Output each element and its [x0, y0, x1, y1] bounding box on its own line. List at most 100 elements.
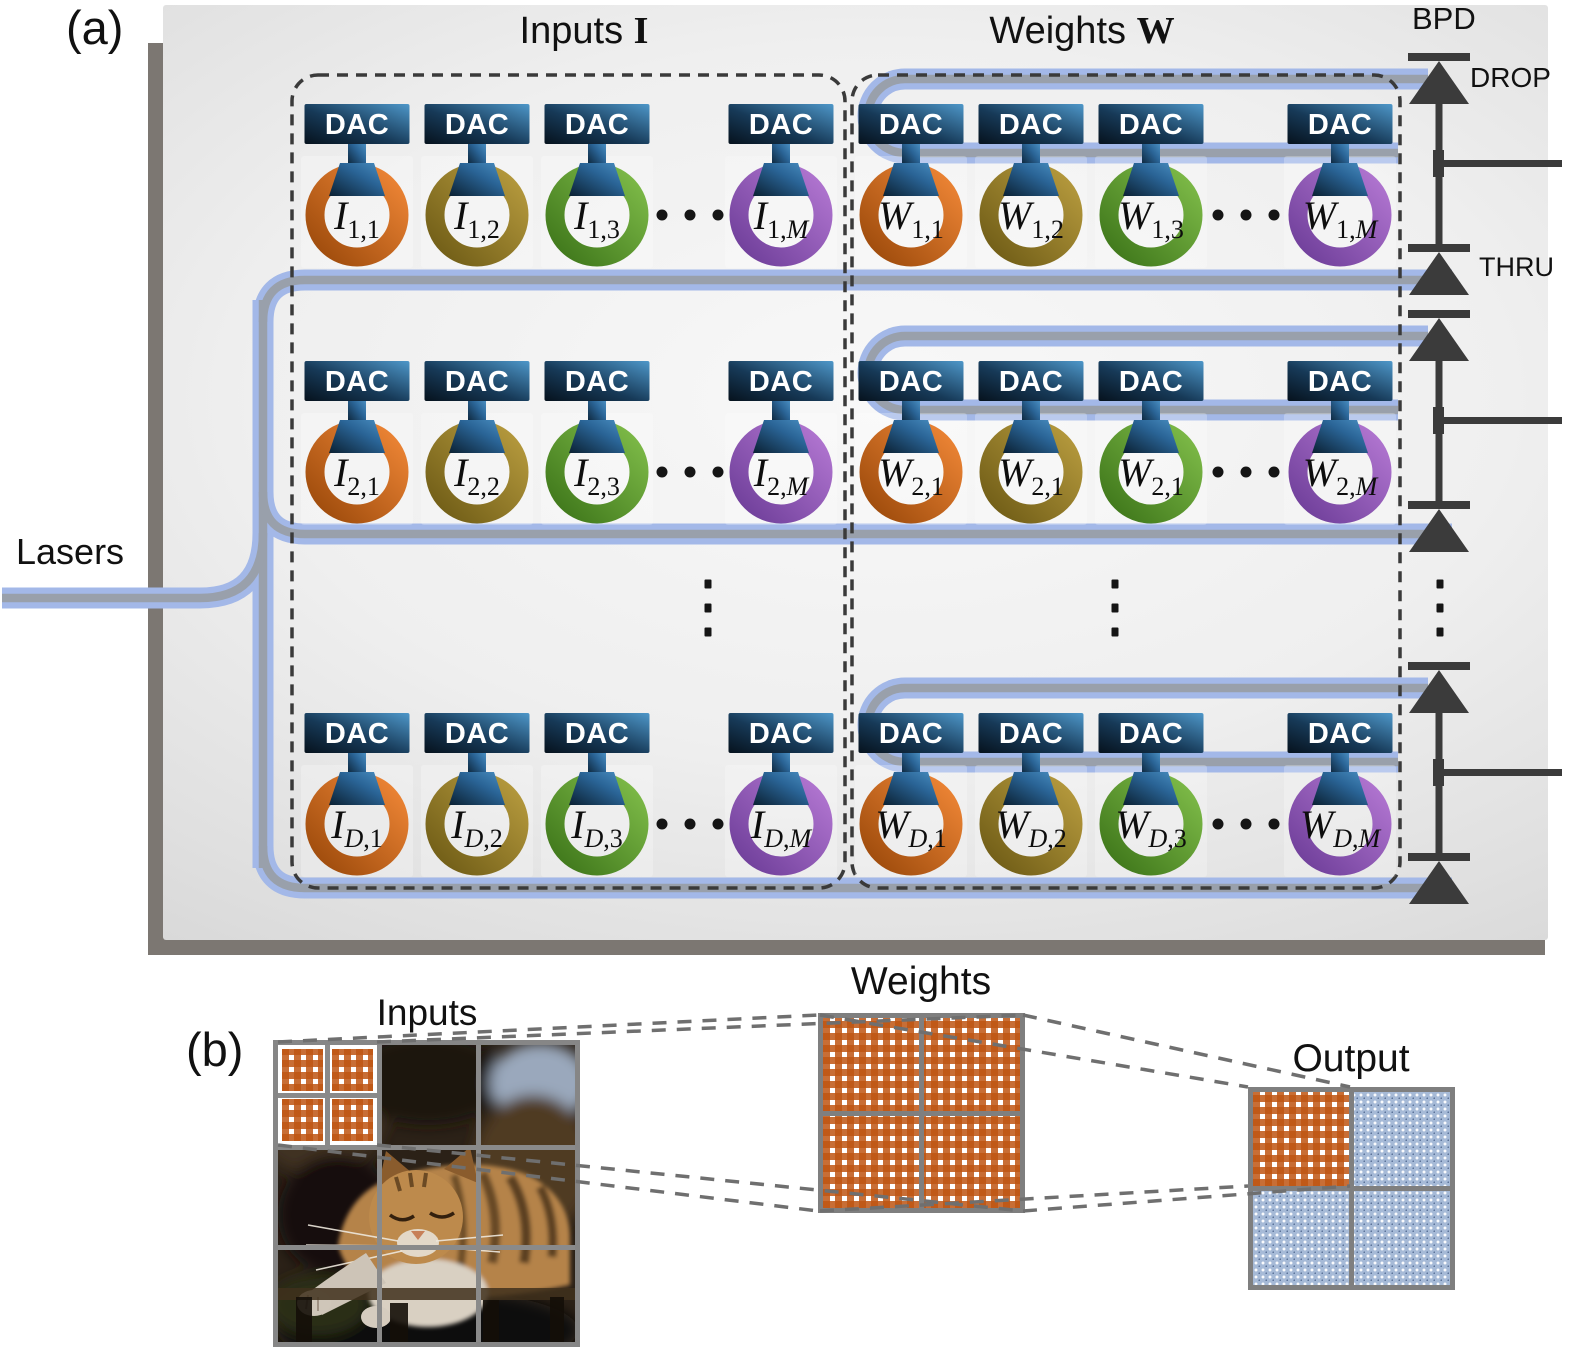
- ellipsis-dot: [1436, 627, 1444, 637]
- weights-heading-text: Weights: [989, 10, 1127, 52]
- heater-stem: [1331, 143, 1349, 167]
- heater-pad: [449, 163, 505, 196]
- balanced-photodetector: [1408, 310, 1562, 552]
- mrr-label: I2,3: [573, 450, 620, 501]
- inputs-heading: Inputs I: [309, 12, 859, 50]
- heater-pad: [1003, 420, 1059, 453]
- dac-box: [858, 361, 964, 401]
- mrr-label: WD,3: [1115, 802, 1187, 853]
- mrr-label: I1,3: [573, 193, 620, 244]
- heater-pad: [449, 772, 505, 805]
- ellipsis-dot: [1212, 466, 1224, 478]
- drop-port-label: DROP: [1470, 62, 1551, 93]
- ellipsis-dot: [712, 466, 724, 478]
- heater-pad: [449, 420, 505, 453]
- ellipsis-dot: [1111, 627, 1119, 637]
- heater-stem: [902, 400, 920, 424]
- dac-label: DAC: [999, 109, 1063, 141]
- dac-label: DAC: [879, 366, 943, 398]
- heater-pad: [883, 772, 939, 805]
- thru-pd-triangle: [1409, 252, 1469, 295]
- patch-divider: [278, 1093, 377, 1098]
- heater-pad: [1003, 163, 1059, 196]
- heater-pad: [329, 420, 385, 453]
- input-image-cat: [248, 1035, 593, 1349]
- weight-mrr-unit: DAC WD,3: [1095, 713, 1207, 877]
- heater-pad: [753, 772, 809, 805]
- mrr-label: I2,M: [753, 450, 810, 501]
- vertical-ellipsis: [704, 579, 712, 637]
- ellipsis-dot: [684, 209, 696, 221]
- dac-box: [978, 713, 1084, 753]
- output-computed-cell: [1253, 1092, 1349, 1186]
- connector-line: [1022, 1013, 1351, 1089]
- weights-matrix-symbol: W: [1136, 10, 1175, 52]
- dac-label: DAC: [1308, 366, 1372, 398]
- dac-box: [728, 361, 834, 401]
- dac-label: DAC: [879, 718, 943, 750]
- ellipsis-dot: [1268, 209, 1280, 221]
- input-patch-cell: [282, 1049, 323, 1091]
- dac-box: [858, 713, 964, 753]
- mrr-label: W1,3: [1118, 193, 1184, 244]
- heater-pad: [1123, 772, 1179, 805]
- connector-line: [1022, 1184, 1351, 1213]
- panel-a-label: (a): [66, 1, 124, 54]
- dac-label: DAC: [445, 718, 509, 750]
- heater-stem: [468, 752, 486, 776]
- dac-label: DAC: [325, 109, 389, 141]
- dac-label: DAC: [999, 366, 1063, 398]
- inputs-heading-text: Inputs: [519, 10, 624, 52]
- dac-box: [424, 713, 530, 753]
- mrr-label: I1,1: [333, 193, 380, 244]
- ellipsis-dot: [1212, 209, 1224, 221]
- panel-b-inputs-title: Inputs: [376, 992, 478, 1033]
- ellipsis-dot: [704, 579, 712, 589]
- heater-pad: [1003, 772, 1059, 805]
- ellipsis-dot: [1268, 818, 1280, 830]
- output-divider: [1253, 1186, 1450, 1191]
- heater-stem: [588, 400, 606, 424]
- dac-box: [544, 361, 650, 401]
- input-patch-cell: [282, 1099, 323, 1141]
- dac-box: [544, 104, 650, 144]
- dac-box: [1098, 713, 1204, 753]
- heater-stem: [1022, 752, 1040, 776]
- dac-box: [1287, 104, 1393, 144]
- dac-label: DAC: [325, 718, 389, 750]
- panel-b-weights-title: Weights: [850, 960, 992, 1003]
- inputs-section-box: [290, 73, 847, 890]
- dac-label: DAC: [565, 366, 629, 398]
- heater-stem: [1142, 752, 1160, 776]
- dac-label: DAC: [325, 366, 389, 398]
- dac-label: DAC: [879, 109, 943, 141]
- dac-box: [1098, 361, 1204, 401]
- selected-input-patch: [278, 1045, 377, 1145]
- heater-pad: [883, 420, 939, 453]
- balanced-photodetector: [1408, 662, 1562, 904]
- heater-stem: [348, 400, 366, 424]
- heater-stem: [348, 752, 366, 776]
- ellipsis-dot: [704, 603, 712, 613]
- dac-label: DAC: [749, 366, 813, 398]
- connector-line: [277, 1013, 819, 1044]
- connector-line: [819, 1184, 1249, 1213]
- dac-box: [304, 361, 410, 401]
- pd-output-line: [1441, 769, 1562, 776]
- drop-pd-bar: [1408, 310, 1470, 318]
- connector-line: [277, 1143, 819, 1213]
- ellipsis-dot: [1240, 209, 1252, 221]
- heater-pad: [1312, 163, 1368, 196]
- mrr-label: W2,1: [998, 450, 1064, 501]
- dac-label: DAC: [1119, 718, 1183, 750]
